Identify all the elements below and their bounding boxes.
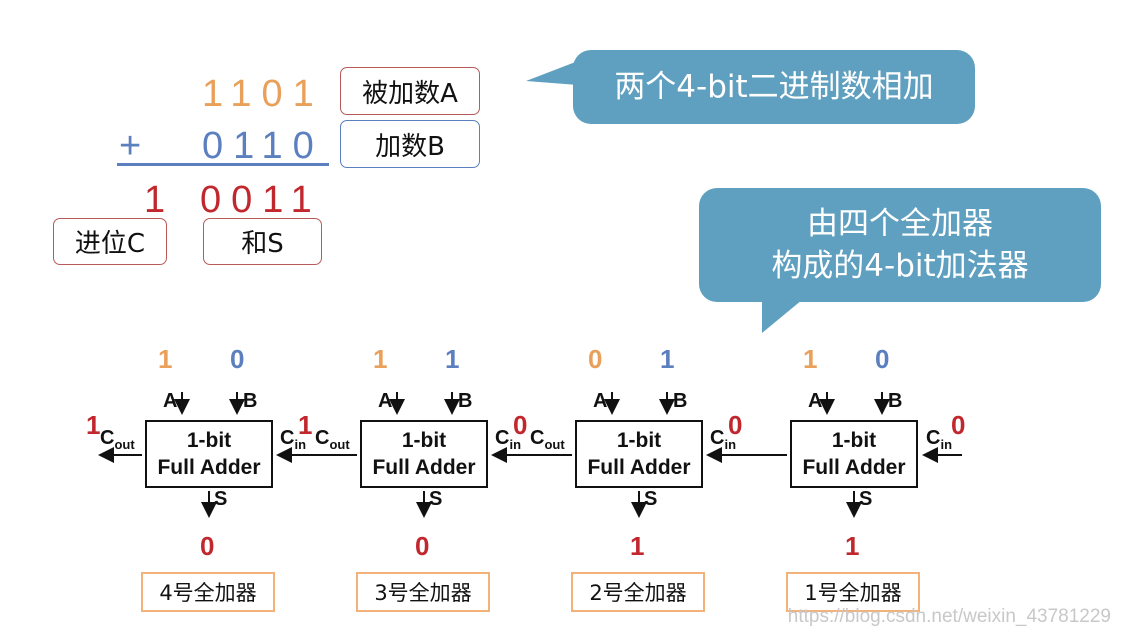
adder4-port-a: A [163,390,178,412]
adder3-port-a: A [378,390,393,412]
adder4-cout: Cout [100,427,135,452]
carry-digit: 1 [144,179,166,221]
plus-sign: + [119,125,142,167]
adder3-block: 1-bit Full Adder [360,420,488,488]
adder1-cin-value: 0 [951,410,966,440]
label-addend-a: 被加数A [340,67,480,115]
adder2-tag: 2号全加器 [571,572,705,612]
adder2-bit-b: 1 [660,344,675,374]
adder3-tag: 3号全加器 [356,572,490,612]
adder4-block-line1: 1-bit [186,429,232,452]
adder1-block-line2: Full Adder [802,456,906,479]
adder2-cout: Cout [530,427,565,452]
adder3-cout: Cout [315,427,350,452]
sum-digits: 0011 [200,179,322,221]
adder4-sum: 0 [200,531,215,561]
adder4-bit-a: 1 [158,344,173,374]
adder3-bit-a: 1 [373,344,388,374]
callout-middle-line2: 构成的4-bit加法器 [771,248,1029,284]
adder1-port-b: B [888,390,903,412]
adder2-cin: Cin [710,427,737,452]
callout-top-text: 两个4-bit二进制数相加 [614,69,934,105]
adder1-bit-b: 0 [875,344,890,374]
adder4-block-line2: Full Adder [157,456,261,479]
final-carry: 1 [86,410,101,440]
watermark: https://blog.csdn.net/weixin_43781229 [787,606,1111,627]
adder3-cin: Cin [495,427,522,452]
operand-b: 0110 [202,125,324,167]
adder2-block-line1: 1-bit [616,429,662,452]
adder2-block: 1-bit Full Adder [575,420,703,488]
adder3-port-s: S [429,488,443,510]
adder1-tag: 1号全加器 [786,572,920,612]
adder4-tag: 4号全加器 [141,572,275,612]
adder2-bit-a: 0 [588,344,603,374]
label-addend-b: 加数B [340,120,480,168]
adder1-port-s: S [859,488,873,510]
adder4-cin: Cin [280,427,307,452]
adder3-sum: 0 [415,531,430,561]
adder2-sum: 1 [630,531,645,561]
adder4-bit-b: 0 [230,344,245,374]
adder1-block: 1-bit Full Adder [790,420,918,488]
adder1-port-a: A [808,390,823,412]
adder3-bit-b: 1 [445,344,460,374]
adder4-block: 1-bit Full Adder [145,420,273,488]
callout-middle-pointer [762,295,808,333]
adder2-port-s: S [644,488,658,510]
adder1-sum: 1 [845,531,860,561]
label-carry: 进位C [53,218,167,265]
callout-middle: 由四个全加器 构成的4-bit加法器 [699,188,1101,302]
adder4-port-b: B [243,390,258,412]
adder3-block-line2: Full Adder [372,456,476,479]
adder1-block-line1: 1-bit [831,429,877,452]
callout-middle-line1: 由四个全加器 [807,206,993,242]
adder3-block-line1: 1-bit [401,429,447,452]
adder1-cin: Cin [926,427,953,452]
callout-top-pointer [526,61,578,85]
adder1-bit-a: 1 [803,344,818,374]
operand-a: 1101 [202,73,324,115]
adder4-port-s: S [214,488,228,510]
label-sum: 和S [203,218,322,265]
adder4-cin-value: 1 [298,410,313,440]
adder3-port-b: B [458,390,473,412]
adder3-cin-value: 0 [513,410,528,440]
sum-rule [117,163,329,166]
adder2-block-line2: Full Adder [587,456,691,479]
callout-top: 两个4-bit二进制数相加 [573,50,975,124]
adder2-port-a: A [593,390,608,412]
adder2-port-b: B [673,390,688,412]
adder2-cin-value: 0 [728,410,743,440]
